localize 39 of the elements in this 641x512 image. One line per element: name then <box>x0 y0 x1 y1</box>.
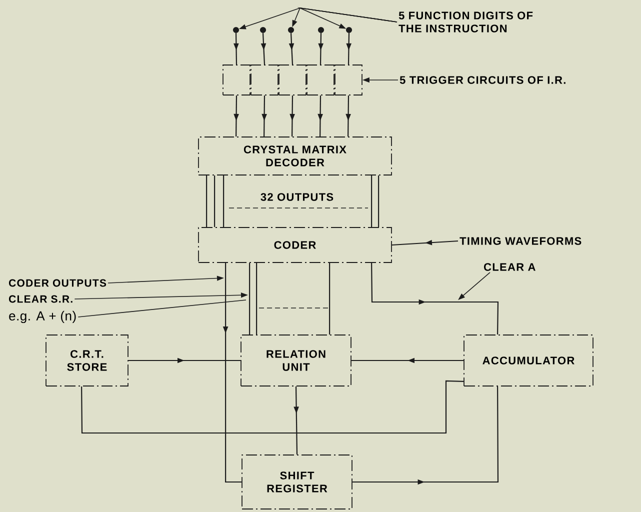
leader-line <box>78 300 246 318</box>
arrow <box>262 95 267 137</box>
annotation-text: 5 TRIGGER CIRCUITS OF I.R. <box>400 76 566 84</box>
arrow <box>346 95 351 137</box>
circuit-box <box>222 64 250 96</box>
circuit-box: SHIFT REGISTER <box>242 454 352 510</box>
annotation-text: CLEAR A <box>484 263 536 271</box>
arrow <box>371 262 499 335</box>
arrow <box>318 95 323 137</box>
arrow <box>290 95 295 137</box>
connector-line <box>256 262 258 335</box>
circuit-box <box>334 64 362 96</box>
arrow <box>234 95 239 137</box>
arrow <box>318 33 324 65</box>
arrow <box>346 33 352 65</box>
connector-line <box>371 175 372 228</box>
arrow <box>234 33 239 65</box>
connector-line <box>206 175 208 228</box>
connector-line <box>223 175 224 228</box>
connector-line <box>249 262 250 335</box>
circuit-box: C.R.T. STORE <box>46 334 128 386</box>
circuit-box: RELATION UNIT <box>240 334 352 386</box>
bus-label: 32 OUTPUTS <box>260 193 334 201</box>
circuit-box: CRYSTAL MATRIX DECODER <box>198 136 392 176</box>
connector-line <box>81 380 464 434</box>
connector-line <box>329 262 330 335</box>
annotation-text: CODER OUTPUTS <box>8 279 106 287</box>
circuit-box: ACCUMULATOR <box>464 334 594 386</box>
connector-line <box>378 175 380 228</box>
circuit-box <box>306 64 334 96</box>
annotation-text: 5 FUNCTION DIGITS OF THE INSTRUCTION <box>398 12 533 32</box>
circuit-box <box>250 64 278 96</box>
annotation-text: e.g. A + (n) <box>9 310 76 324</box>
circuit-box <box>278 64 306 96</box>
circuit-box: CODER <box>198 227 392 263</box>
connector-line <box>214 175 216 228</box>
arrow <box>294 386 299 455</box>
annotation-text: TIMING WAVEFORMS <box>460 237 582 245</box>
annotation-text: CLEAR S.R. <box>8 295 72 303</box>
